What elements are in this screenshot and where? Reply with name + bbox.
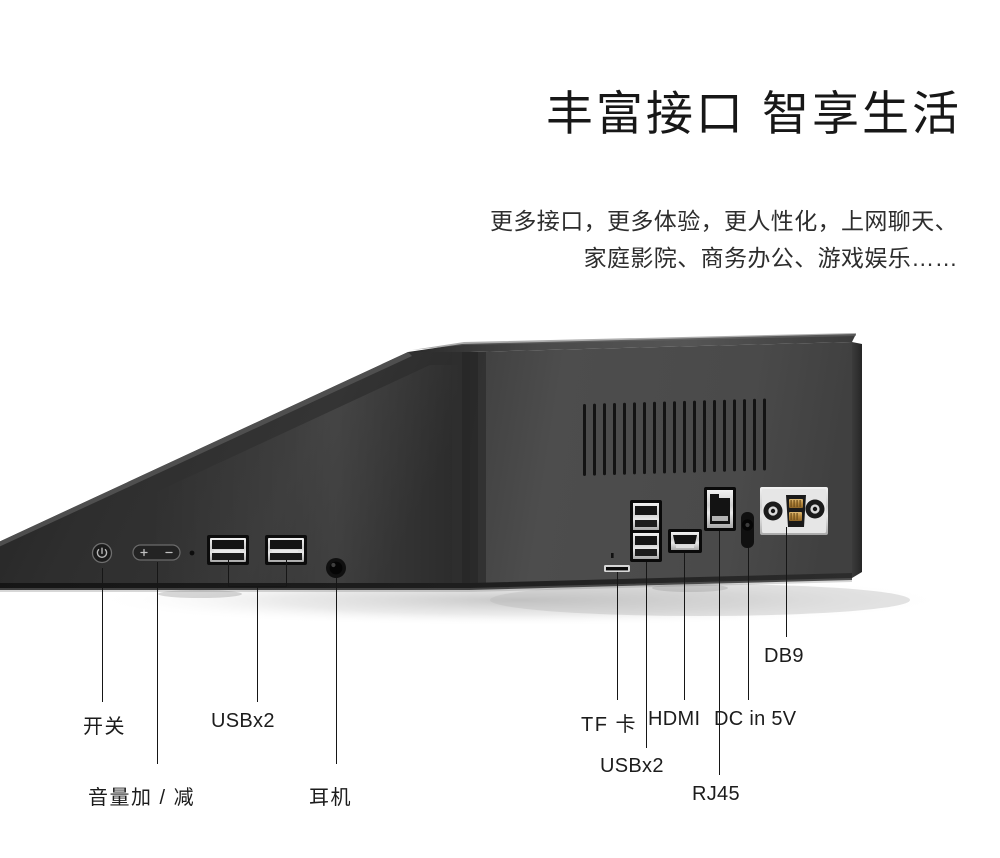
- db9-serial-port-icon: [760, 487, 828, 535]
- leader-line-usb-rear: [646, 562, 647, 748]
- power-button-icon: [91, 542, 113, 564]
- usb-a-stacked-port-icon: [630, 500, 662, 562]
- page-title: 丰富接口 智享生活: [545, 87, 962, 140]
- callout-label-usb-front: USBx2: [211, 710, 275, 732]
- callout-label-hdmi: HDMI: [648, 708, 701, 730]
- leader-line-headphone: [336, 578, 337, 764]
- subtitle-line-2: 家庭影院、商务办公、游戏娱乐……: [583, 245, 958, 272]
- chassis-bottom-edge: [0, 573, 852, 590]
- callout-label-power: 开关: [83, 716, 126, 738]
- ventilation-slots: [583, 398, 766, 476]
- leader-line-db9: [786, 527, 787, 637]
- callout-label-dc-in: DC in 5V: [714, 708, 797, 730]
- chassis-right-side: [852, 342, 862, 578]
- callout-label-headphone: 耳机: [309, 787, 352, 809]
- leader-line-dc-in: [748, 548, 749, 700]
- tf-card-slot-icon: [604, 553, 630, 572]
- leader-line-tf-card: [617, 572, 618, 700]
- chassis-top-bevel-left: [0, 352, 412, 547]
- callout-label-db9: DB9: [764, 645, 804, 667]
- callout-label-volume: 音量加 / 减: [88, 787, 196, 809]
- page-subtitle: 更多接口，更多体验，更人性化，上网聊天、 家庭影院、商务办公、游戏娱乐……: [0, 203, 958, 278]
- callout-label-usb-rear: USBx2: [600, 755, 664, 777]
- subtitle-line-1: 更多接口，更多体验，更人性化，上网聊天、: [490, 208, 958, 234]
- dc-power-jack-icon: [741, 512, 754, 548]
- callout-label-tf-card: TF 卡: [581, 714, 637, 736]
- volume-rocker-icon: [132, 544, 181, 561]
- leader-line-usb-front-riser-a: [228, 560, 229, 586]
- callout-label-rj45: RJ45: [692, 783, 740, 805]
- leader-line-volume: [157, 562, 158, 764]
- product-ground-shadow: [90, 574, 950, 626]
- status-led-icon: [189, 550, 195, 556]
- leader-line-hdmi: [684, 553, 685, 700]
- chassis-front-face: [0, 352, 470, 588]
- leader-line-usb-front-drop: [257, 586, 258, 702]
- headphone-jack-icon: [326, 558, 346, 578]
- chassis-corner-blend: [452, 352, 486, 588]
- leader-line-usb-front-riser-b: [286, 560, 287, 586]
- chassis-rear-panel: [470, 342, 852, 588]
- rj45-port-icon: [704, 487, 736, 531]
- hdmi-port-icon: [668, 529, 702, 553]
- leader-line-rj45: [719, 531, 720, 775]
- leader-line-power: [102, 568, 103, 702]
- chassis-top-face: [408, 334, 856, 352]
